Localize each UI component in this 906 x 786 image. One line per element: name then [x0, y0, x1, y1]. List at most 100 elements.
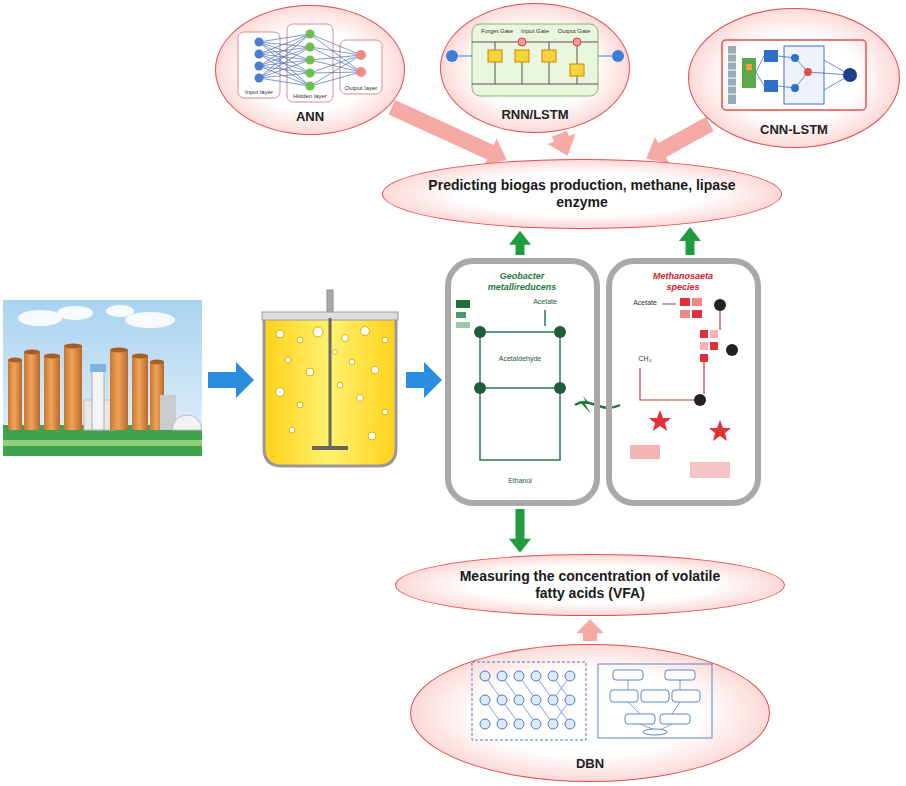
digester-tank-picture — [262, 290, 398, 466]
ellipse-glow — [215, 3, 900, 782]
dbn-network-picture — [480, 719, 490, 729]
dbn-network-picture — [641, 690, 669, 702]
biogas-plant-picture — [110, 350, 128, 430]
dbn-network-picture — [531, 695, 541, 705]
small-label: CH₄ — [638, 355, 653, 363]
dbn-network-picture — [672, 690, 700, 702]
biogas-plant-picture — [8, 360, 22, 430]
dbn-network-picture — [625, 714, 655, 724]
digester-tank-picture — [349, 359, 355, 365]
cnn-lstm-picture — [722, 40, 866, 110]
block-arrow — [547, 131, 575, 156]
digester-tank-picture — [297, 402, 303, 408]
dbn-network-picture — [497, 695, 507, 705]
ann-network-picture — [255, 50, 264, 59]
small-label: Forget Gate — [480, 28, 514, 35]
ann-network-picture — [306, 82, 315, 91]
methanosaeta-pathway-picture — [709, 420, 731, 441]
node-label: Measuring the concentration of volatile … — [445, 568, 735, 602]
lstm-cell-picture — [515, 50, 529, 62]
methanosaeta-pathway-picture — [710, 342, 718, 350]
dbn-network-picture — [565, 695, 575, 705]
block-arrow — [679, 227, 701, 255]
digester-tank-picture — [276, 330, 284, 338]
cnn-lstm-picture — [791, 84, 799, 92]
lstm-cell-picture — [488, 50, 502, 62]
lstm-cell-picture — [472, 42, 598, 84]
dbn-network-picture — [565, 671, 575, 681]
biogas-plant-picture — [24, 352, 40, 430]
geobacter-pathway-picture — [456, 322, 470, 328]
ellipse-glow — [440, 3, 630, 133]
biogas-plant-picture — [3, 300, 202, 456]
goal-ellipse: Measuring the concentration of volatile … — [395, 554, 785, 617]
biogas-plant-picture — [3, 440, 202, 446]
biogas-plant-picture — [44, 354, 60, 359]
digester-tank-picture — [276, 388, 285, 397]
methanosaeta-pathway-picture — [690, 462, 730, 478]
ann-network-picture — [306, 43, 315, 52]
small-label: Input layer — [244, 89, 274, 96]
biogas-plant-picture — [90, 364, 106, 372]
methanosaeta-pathway-picture — [680, 298, 690, 306]
dbn-network-picture — [598, 664, 712, 738]
lstm-cell-picture — [458, 55, 612, 56]
text-holder: Geobacter metallireducens — [451, 271, 594, 293]
biogas-plant-picture — [57, 306, 93, 320]
ellipse-glow — [215, 5, 405, 135]
biogas-plant-picture — [106, 305, 134, 317]
dbn-network-picture — [643, 729, 667, 735]
geobacter-pathway-picture — [474, 382, 486, 394]
biogas-plant-picture — [44, 356, 60, 430]
methanosaeta-pathway-picture — [700, 342, 708, 350]
ann-network-picture — [356, 50, 366, 60]
digester-tank-picture — [342, 335, 349, 342]
digester-tank-picture — [382, 337, 388, 343]
cnn-lstm-picture — [764, 50, 778, 62]
lstm-cell-picture — [570, 64, 584, 76]
biogas-plant-picture — [150, 360, 164, 365]
model-ellipse: CNN-LSTM — [688, 8, 900, 148]
dbn-network-picture — [485, 676, 570, 724]
dbn-network-picture — [497, 719, 507, 729]
node-label: Predicting biogas production, methane, l… — [422, 177, 742, 211]
small-label: Hidden layer — [292, 93, 328, 100]
biogas-plant-picture — [132, 354, 148, 359]
biogas-plant-picture — [92, 368, 104, 430]
ann-network-picture — [306, 56, 315, 65]
methanosaeta-pathway-picture — [630, 298, 738, 478]
block-arrow — [646, 117, 713, 163]
cnn-lstm-picture — [722, 40, 866, 110]
biogas-plant-picture — [125, 312, 175, 328]
dbn-network-picture — [480, 695, 490, 705]
model-ellipse: DBN — [410, 644, 770, 782]
cnn-lstm-picture — [756, 56, 850, 90]
dbn-network-picture — [514, 671, 524, 681]
block-arrow — [509, 509, 531, 553]
digester-tank-picture — [264, 318, 396, 466]
small-label: Ethanol — [507, 477, 533, 485]
ann-network-picture — [238, 24, 382, 102]
digester-tank-picture — [361, 327, 370, 336]
dbn-network-picture — [480, 671, 490, 681]
cnn-lstm-picture — [742, 58, 756, 88]
digester-tank-picture — [337, 382, 343, 388]
text-holder: Methanosaeta species — [612, 271, 755, 293]
methanosaeta-pathway-picture — [714, 299, 726, 311]
lstm-cell-picture — [446, 24, 624, 96]
methanosaeta-pathway-picture — [649, 410, 671, 431]
small-label: Input Gate — [520, 28, 550, 35]
dbn-network-picture — [531, 671, 541, 681]
cnn-lstm-picture — [804, 68, 812, 76]
biogas-plant-picture — [172, 415, 202, 430]
text-holder: Predicting biogas production, methane, l… — [383, 177, 781, 211]
biogas-plant-picture — [64, 344, 82, 349]
ann-network-picture — [255, 74, 264, 83]
node-label: ANN — [296, 109, 324, 125]
geobacter-pathway-picture — [580, 396, 591, 414]
digester-tank-picture — [333, 350, 338, 355]
digester-tank-picture — [312, 446, 348, 450]
biogas-plant-picture — [132, 356, 148, 430]
